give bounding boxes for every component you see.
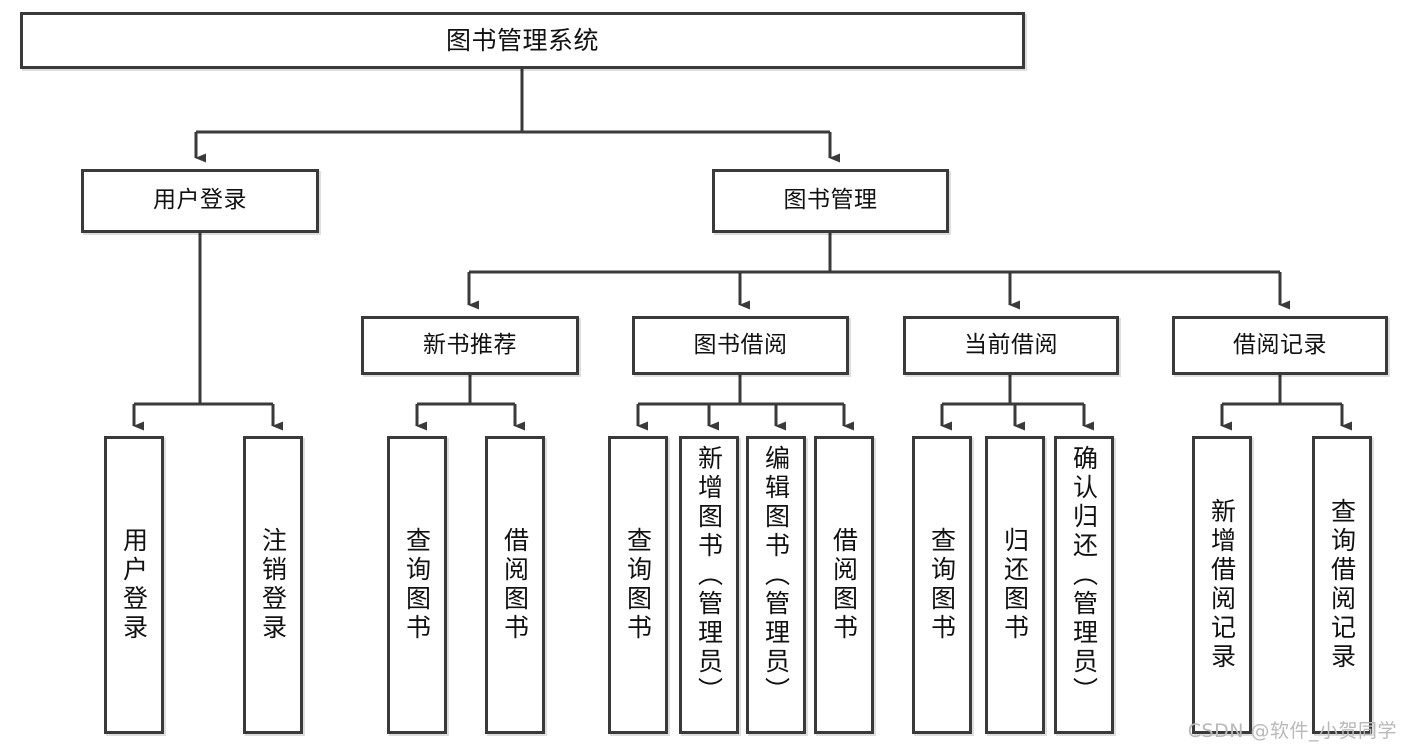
- edges-bookmanage-to-level3: [467, 233, 1290, 310]
- leaf-node[interactable]: 借阅图书: [485, 436, 545, 734]
- edges-bookborrow-to-leaves: [636, 375, 854, 431]
- leaf-node-label: 查询图书: [927, 527, 957, 643]
- leaf-node-label: 新增图书（管理员）: [694, 445, 724, 706]
- leaf-node-label: 新增借阅记录: [1207, 498, 1237, 672]
- leaf-node[interactable]: 归还图书: [985, 436, 1045, 734]
- node-new-book-recommend-label: 新书推荐: [423, 331, 517, 358]
- leaf-node-label: 查询借阅记录: [1327, 498, 1357, 672]
- node-book-borrow[interactable]: 图书借阅: [632, 316, 849, 375]
- leaf-node[interactable]: 查询图书: [387, 436, 447, 734]
- edges-borrowrecord-to-leaves: [1220, 375, 1352, 431]
- leaf-node[interactable]: 新增借阅记录: [1192, 436, 1252, 734]
- edges-newbook-to-leaves: [415, 375, 525, 431]
- node-root-system[interactable]: 图书管理系统: [20, 12, 1025, 69]
- leaf-node-label: 确认归还（管理员）: [1069, 445, 1099, 706]
- node-user-login[interactable]: 用户登录: [81, 169, 319, 233]
- leaf-node[interactable]: 编辑图书（管理员）: [746, 436, 806, 734]
- node-book-manage[interactable]: 图书管理: [712, 169, 949, 233]
- node-book-borrow-label: 图书借阅: [693, 331, 788, 358]
- node-book-manage-label: 图书管理: [783, 187, 878, 214]
- leaf-node[interactable]: 用户登录: [104, 436, 164, 734]
- node-current-borrow[interactable]: 当前借阅: [903, 316, 1119, 375]
- leaf-node[interactable]: 查询图书: [912, 436, 972, 734]
- leaf-node[interactable]: 查询图书: [608, 436, 668, 734]
- node-borrow-record[interactable]: 借阅记录: [1172, 316, 1388, 375]
- edges-root-to-level2: [194, 69, 840, 163]
- node-current-borrow-label: 当前借阅: [964, 331, 1058, 358]
- edges-userlogin-to-leaves: [132, 233, 283, 431]
- leaf-node-label: 查询图书: [623, 527, 653, 643]
- edges-currentborrow-to-leaves: [940, 375, 1094, 431]
- leaf-node[interactable]: 确认归还（管理员）: [1054, 436, 1114, 734]
- leaf-node-label: 归还图书: [1000, 527, 1030, 643]
- leaf-node-label: 查询图书: [402, 527, 432, 643]
- node-user-login-label: 用户登录: [153, 187, 247, 214]
- node-new-book-recommend[interactable]: 新书推荐: [361, 316, 579, 375]
- watermark-text: CSDN @软件_小贺同学: [1187, 720, 1397, 742]
- leaf-node[interactable]: 借阅图书: [814, 436, 874, 734]
- leaf-node[interactable]: 注销登录: [243, 436, 303, 734]
- leaf-node[interactable]: 查询借阅记录: [1312, 436, 1372, 734]
- leaf-node-label: 借阅图书: [829, 527, 859, 643]
- leaf-node-label: 编辑图书（管理员）: [761, 445, 791, 706]
- leaf-node-label: 借阅图书: [500, 527, 530, 643]
- leaf-node-label: 注销登录: [258, 527, 288, 643]
- node-borrow-record-label: 借阅记录: [1233, 331, 1327, 358]
- leaf-node[interactable]: 新增图书（管理员）: [679, 436, 739, 734]
- node-root-label: 图书管理系统: [445, 25, 599, 55]
- leaf-node-label: 用户登录: [119, 527, 149, 643]
